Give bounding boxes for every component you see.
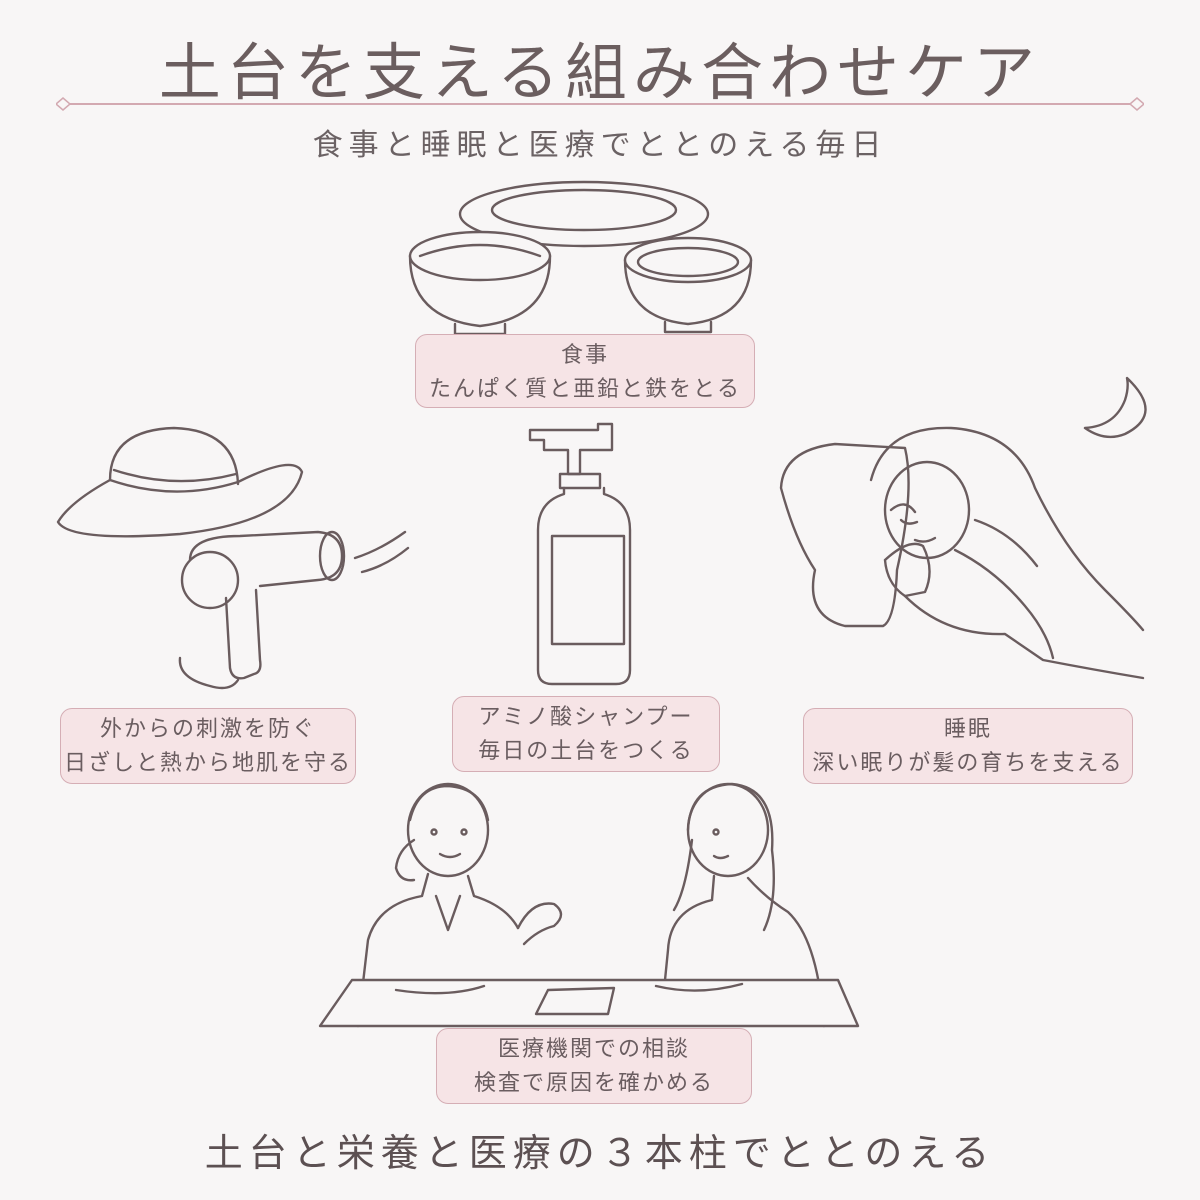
- crescent-moon-icon: [1083, 376, 1147, 439]
- sleeping-woman-icon: [779, 426, 1145, 680]
- page-title: 土台を支える組み合わせケア: [158, 36, 1042, 109]
- sun-hat-icon: [56, 426, 304, 538]
- meal-card: 食事 たんぱく質と亜鉛と鉄をとる: [415, 334, 755, 408]
- sleep-illustration: [779, 376, 1147, 680]
- hair-dryer-icon: [178, 530, 410, 690]
- shampoo-bottle-icon: [528, 422, 632, 686]
- meal-illustration: [408, 180, 753, 336]
- medical-card-title: 医療機関での相談: [497, 1037, 690, 1062]
- sleep-card-title: 睡眠: [943, 717, 992, 742]
- protection-card-title: 外からの刺激を防ぐ: [99, 717, 316, 742]
- rice-bowl-icon: [408, 230, 552, 336]
- title-divider: [56, 97, 1144, 111]
- consultation-table: [318, 978, 860, 1028]
- sleep-card: 睡眠 深い眠りが髪の育ちを支える: [803, 708, 1133, 784]
- soup-bowl-icon: [623, 236, 753, 334]
- protection-card-description: 日ざしと熱から地肌を守る: [63, 751, 352, 776]
- footer-summary: 土台と栄養と医療の３本柱でととのえる: [204, 1131, 996, 1175]
- meal-card-description: たんぱく質と亜鉛と鉄をとる: [428, 377, 741, 402]
- plate-icon: [458, 180, 710, 248]
- page-subtitle: 食事と睡眠と医療でととのえる毎日: [312, 128, 888, 163]
- shampoo-card-title: アミノ酸シャンプー: [478, 705, 694, 730]
- shampoo-card: アミノ酸シャンプー 毎日の土台をつくる: [452, 696, 720, 772]
- shampoo-card-description: 毎日の土台をつくる: [478, 739, 694, 764]
- meal-card-title: 食事: [560, 343, 609, 368]
- medical-card: 医療機関での相談 検査で原因を確かめる: [436, 1028, 752, 1104]
- protection-card: 外からの刺激を防ぐ 日ざしと熱から地肌を守る: [60, 708, 356, 784]
- protection-illustration: [56, 426, 410, 690]
- medical-card-description: 検査で原因を確かめる: [473, 1071, 714, 1096]
- sleep-card-description: 深い眠りが髪の育ちを支える: [812, 751, 1124, 776]
- consultation-icon: [318, 782, 860, 1028]
